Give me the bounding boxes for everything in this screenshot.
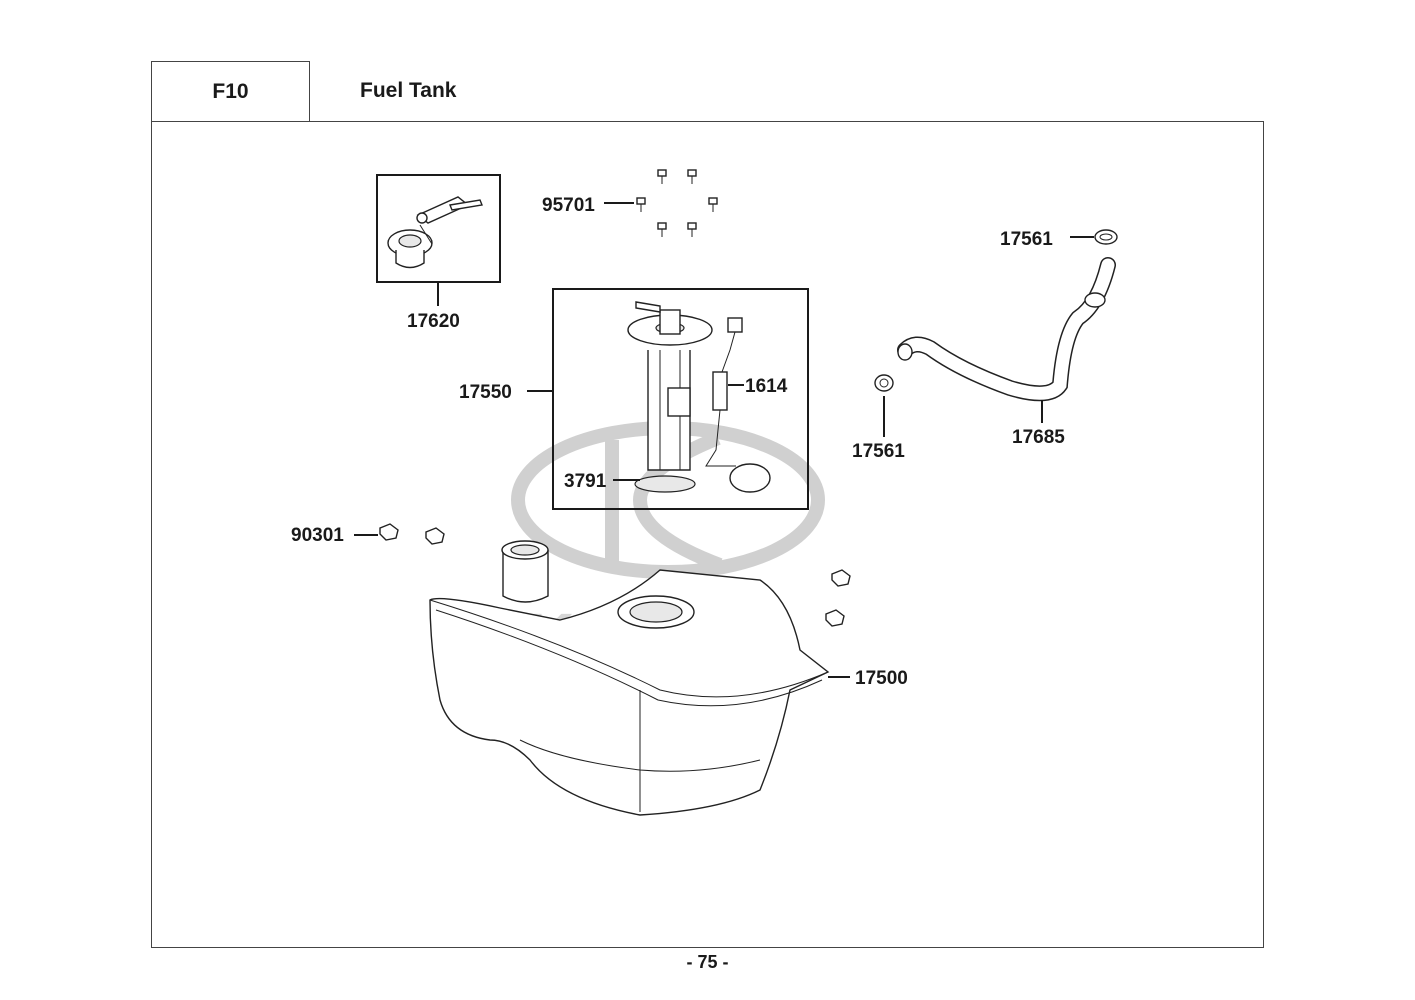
callout-95701: 95701 xyxy=(542,195,595,216)
fuel-cap-assembly xyxy=(376,174,501,283)
callout-17500: 17500 xyxy=(855,668,908,689)
callout-17685: 17685 xyxy=(1012,427,1065,448)
hose-clamp-top xyxy=(1094,229,1118,245)
callout-17561-middle: 17561 xyxy=(852,441,905,462)
callout-1614: 1614 xyxy=(745,376,788,397)
page-title: Fuel Tank xyxy=(360,79,457,102)
callout-17620: 17620 xyxy=(407,311,460,332)
header-divider xyxy=(309,61,310,122)
fuel-tank xyxy=(429,540,830,816)
fuel-pump-assembly xyxy=(552,288,809,510)
diagram-frame xyxy=(151,121,1264,948)
callout-17561-top: 17561 xyxy=(1000,229,1053,250)
callout-90301: 90301 xyxy=(291,525,344,546)
section-code: F10 xyxy=(151,61,309,122)
page-number: - 75 - xyxy=(686,952,729,972)
callout-17550: 17550 xyxy=(459,382,512,403)
nut-set xyxy=(379,523,851,627)
fuel-hose xyxy=(897,257,1116,402)
callout-3791: 3791 xyxy=(564,471,607,492)
hose-clamp-middle xyxy=(874,374,894,392)
bolt-set xyxy=(636,169,718,237)
